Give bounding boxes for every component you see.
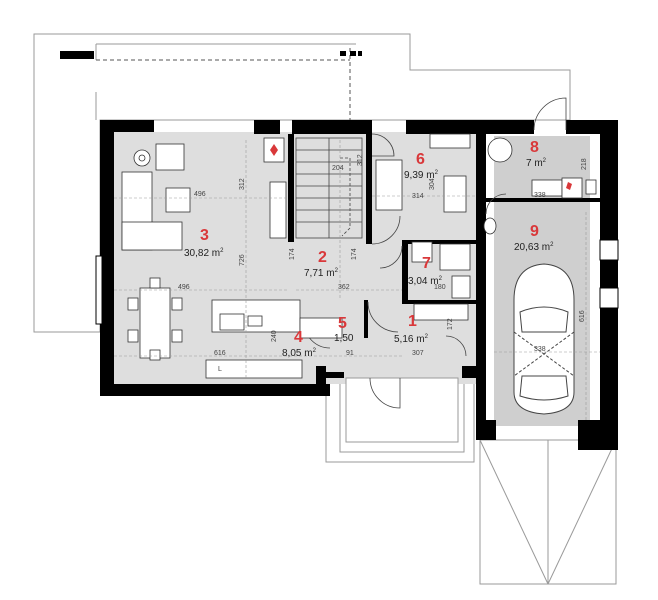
roof-dashes [96,48,351,120]
room-number-4: 4 [294,329,303,346]
staircase [295,137,363,239]
dim-338-bottom: 338 [534,346,546,353]
room-number-9: 9 [530,223,539,240]
dimension-lines [114,140,600,420]
dim-312-left: 312 [239,178,246,190]
room-area-6: 9,39 m2 [404,170,439,181]
room-area-9: 20,63 m2 [514,242,554,253]
room-area-1: 5,16 m2 [394,334,429,345]
dim-616-right: 616 [579,310,586,322]
car [513,263,575,415]
roof-markers [60,51,362,59]
furniture [121,133,597,379]
dim-314: 314 [412,193,424,200]
dim-172: 172 [447,318,454,330]
dim-338-top: 338 [534,192,546,199]
dim-496-top: 496 [194,191,206,198]
room-area-2: 7,71 m2 [304,268,339,279]
dim-362: 362 [338,284,350,291]
room-labels: 1 5,16 m2 2 7,71 m2 3 30,82 m2 4 8,05 m2… [184,139,554,359]
room-number-1: 1 [408,313,417,330]
dim-204: 204 [332,165,344,172]
room-number-5: 5 [338,315,347,332]
walls [95,120,619,450]
dim-180: 180 [434,284,446,291]
room-number-7: 7 [422,255,431,272]
dim-91: 91 [346,350,354,357]
dim-304: 304 [429,178,436,190]
doors [303,97,567,409]
dim-174-right: 174 [351,248,358,260]
room-area-5: 1,50 [334,333,354,344]
room-number-6: 6 [416,151,425,168]
dimension-labels: 496 312 204 312 314 304 218 338 726 174 … [178,154,588,373]
dim-218: 218 [581,158,588,170]
room-area-7: 3,04 m2 [408,276,443,287]
dim-307: 307 [412,350,424,357]
dim-312-right: 312 [357,154,364,166]
dim-726: 726 [239,254,246,266]
dim-616-left: 616 [214,350,226,357]
dim-L: L [218,366,222,373]
dim-174-left: 174 [289,248,296,260]
room-number-8: 8 [530,139,539,156]
dim-496-mid: 496 [178,284,190,291]
room-area-4: 8,05 m2 [282,348,317,359]
dim-240: 240 [271,330,278,342]
room-number-2: 2 [318,249,327,266]
room-number-3: 3 [200,227,209,244]
room-area-3: 30,82 m2 [184,248,224,259]
room-area-8: 7 m2 [526,158,547,169]
